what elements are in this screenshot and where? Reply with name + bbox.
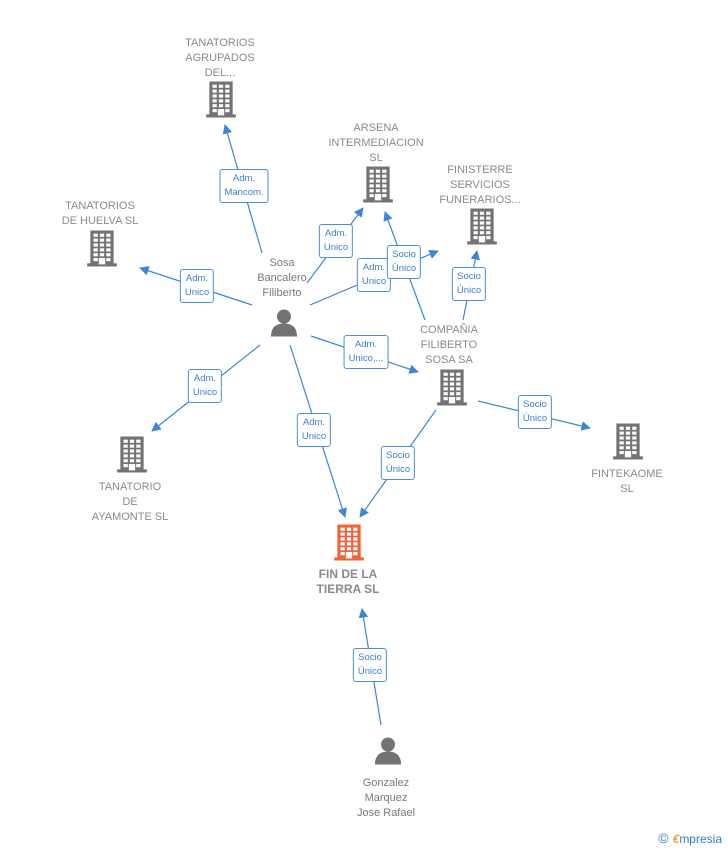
brand-name: mpresia	[679, 832, 722, 846]
edge-label[interactable]: Adm. Unico	[187, 369, 223, 403]
person-icon[interactable]	[373, 736, 403, 771]
company-building-icon[interactable]	[117, 436, 147, 478]
node-label-tanatorio-ayamonte[interactable]: TANATORIO DE AYAMONTE SL	[91, 481, 169, 523]
company-building-icon[interactable]	[206, 81, 236, 123]
node-label-fintekaome[interactable]: FINTEKAOME SL	[591, 468, 663, 495]
brand-logo-e: €	[672, 832, 680, 846]
company-building-icon[interactable]	[437, 369, 467, 411]
node-label-tanatorios-agrupados[interactable]: TANATORIOS AGRUPADOS DEL...	[185, 37, 255, 79]
node-label-finisterre[interactable]: FINISTERRE SERVICIOS FUNERARIOS...	[439, 164, 521, 206]
edge-label[interactable]: Socio Único	[380, 446, 416, 480]
edge-label[interactable]: Adm. Unico	[179, 269, 215, 303]
node-label-fin-de-la-tierra[interactable]: FIN DE LA TIERRA SL	[316, 567, 380, 596]
node-label-arsena[interactable]: ARSENA INTERMEDIACION SL	[328, 122, 424, 164]
company-building-icon[interactable]	[613, 423, 643, 465]
person-icon[interactable]	[269, 308, 299, 343]
company-building-icon[interactable]	[467, 208, 497, 250]
node-label-compania-filiberto[interactable]: COMPAÑIA FILIBERTO SOSA SA	[420, 324, 478, 366]
edge-label[interactable]: Adm. Unico	[318, 224, 354, 258]
edge-label[interactable]: Socio Único	[352, 648, 388, 682]
edge-label[interactable]: Socio Único	[517, 395, 553, 429]
empresia-brand[interactable]: ©€mpresia	[658, 830, 722, 846]
primary-company-building-icon[interactable]	[334, 524, 364, 566]
edge-label[interactable]: Socio Único	[386, 245, 422, 279]
node-label-sosa-bancalero[interactable]: Sosa Bancalero Filiberto	[257, 257, 307, 299]
company-building-icon[interactable]	[87, 230, 117, 272]
edge-label[interactable]: Adm. Mancom.	[219, 169, 269, 203]
company-building-icon[interactable]	[363, 166, 393, 208]
node-label-gonzalez-marquez[interactable]: Gonzalez Marquez Jose Rafael	[356, 777, 416, 819]
edge-label[interactable]: Adm. Unico,...	[343, 335, 389, 369]
edge-label[interactable]: Adm. Unico	[296, 413, 332, 447]
copyright-icon: ©	[658, 830, 669, 846]
node-label-tanatorios-huelva[interactable]: TANATORIOS DE HUELVA SL	[61, 200, 139, 227]
edge-label[interactable]: Adm. Unico	[356, 258, 392, 292]
edge-label[interactable]: Socio Único	[451, 267, 487, 301]
